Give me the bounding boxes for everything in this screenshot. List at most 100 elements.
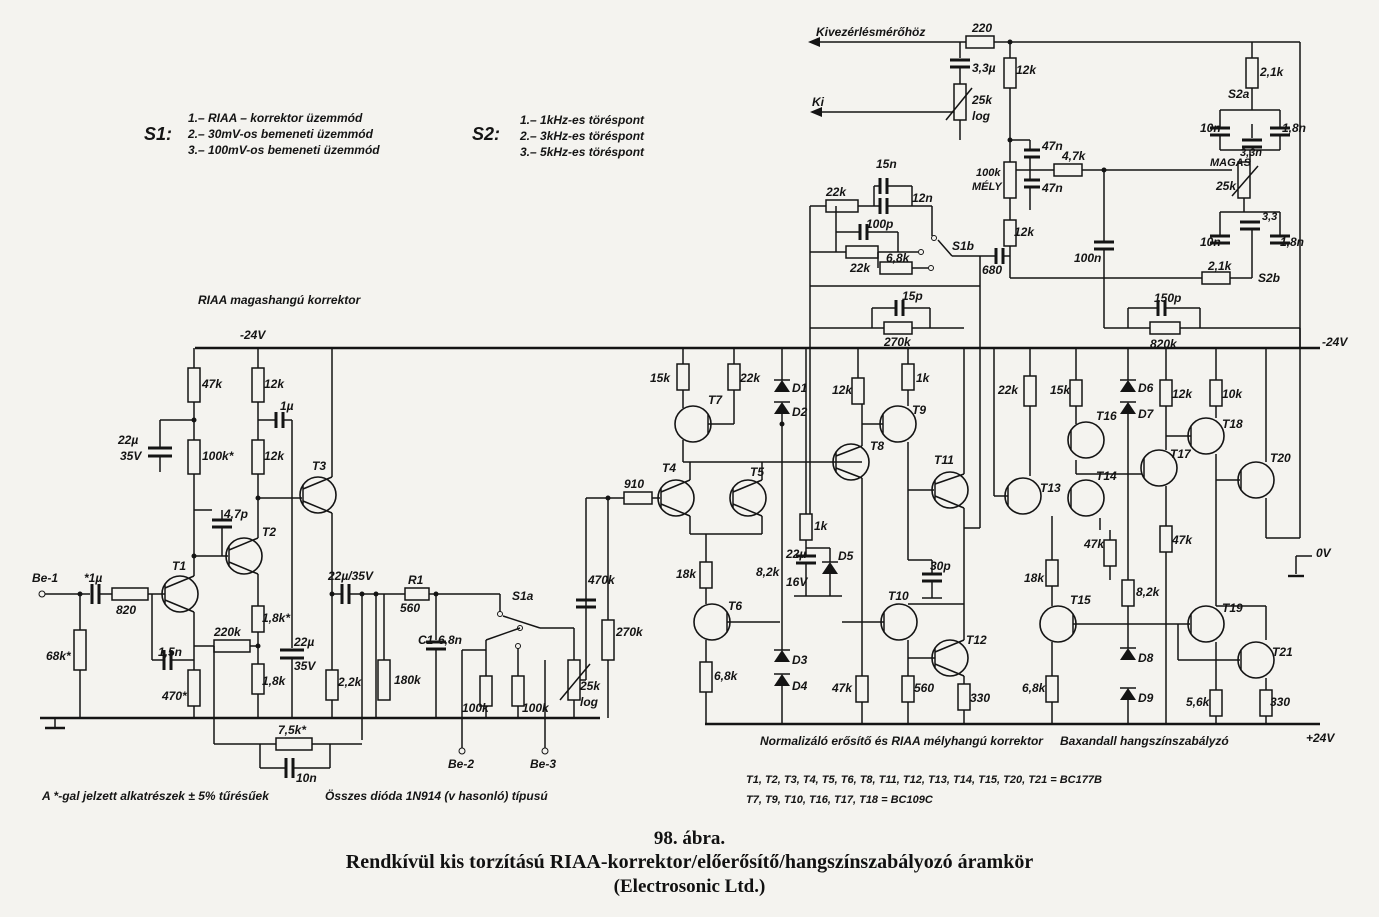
input-3: Be-3: [530, 757, 556, 771]
label-r-12k-b: 12k: [264, 449, 285, 463]
label-t6: T6: [728, 599, 742, 613]
label-r-7k5: 7,5k*: [278, 723, 307, 737]
label-r-820: 820: [116, 603, 136, 617]
label-r-8k2-b: 8,2k: [1136, 585, 1161, 599]
label-t20: T20: [1270, 451, 1291, 465]
label-r-220: 220: [971, 21, 992, 35]
s2-mode-3: 3.– 5kHz-es töréspont: [520, 145, 645, 159]
label-r-2k1-b: 2,1k: [1207, 259, 1233, 273]
label-d2: D2: [792, 405, 808, 419]
label-r-560-a: 560: [400, 601, 420, 615]
transistor-list-a: T1, T2, T3, T4, T5, T6, T8, T11, T12, T1…: [746, 774, 1102, 786]
label-d5: D5: [838, 549, 854, 563]
input-stage: [38, 348, 405, 778]
bass-label: MÉLY: [972, 180, 1003, 193]
rail-pos: +24V: [1306, 731, 1335, 745]
label-r-12k-d: 12k: [1016, 63, 1037, 77]
s1-mode-3: 3.– 100mV-os bemeneti üzemmód: [188, 143, 380, 157]
figure-number: 98. ábra.: [653, 828, 726, 849]
label-r-5k6: 5,6k: [1186, 695, 1211, 709]
label-c-in: *1µ: [84, 571, 102, 585]
label-r-6k8-a: 6,8k: [714, 669, 739, 683]
label-t19: T19: [1222, 601, 1243, 615]
diode-labels: D1 D2 D3 D4 D5 D6 D7 D8 D9: [792, 381, 1155, 705]
label-c-100p: 100p: [866, 217, 893, 231]
s2-mode-1: 1.– 1kHz-es töréspont: [520, 113, 645, 127]
label-t5: T5: [750, 465, 764, 479]
meter-output: Kivezérlésmérőhöz: [816, 25, 925, 39]
label-r-560-b: 560: [914, 681, 934, 695]
label-d6: D6: [1138, 381, 1154, 395]
label-c-680: 680: [982, 263, 1002, 277]
label-r-22k-a: 22k: [739, 371, 761, 385]
label-r-330-b: 330: [1270, 695, 1290, 709]
component-labels: *1µ 820 68k* 47k 100k* 22µ 35V 12k 12k 1…: [46, 21, 1306, 785]
label-t18: T18: [1222, 417, 1243, 431]
switch-s2a: S2a: [1228, 87, 1250, 101]
label-r-22k-d: 22k: [997, 383, 1019, 397]
ground-rail: [40, 716, 600, 730]
label-d1: D1: [792, 381, 808, 395]
label-r-12k-a: 12k: [264, 377, 285, 391]
label-r-47k-a: 47k: [201, 377, 223, 391]
label-r-220k: 220k: [213, 625, 242, 639]
switch-s1a: S1a: [512, 589, 534, 603]
label-r-330-a: 330: [970, 691, 990, 705]
s2-title: S2:: [472, 124, 500, 144]
label-c-15n: 15n: [876, 157, 897, 171]
legend-s1: S1: 1.– RIAA – korrektor üzemmód 2.– 30m…: [144, 111, 380, 157]
tone-label: Baxandall hangszínszabályzó: [1060, 734, 1229, 748]
label-c1: C1: [418, 633, 434, 647]
input-2: Be-2: [448, 757, 474, 771]
switch-s2b: S2b: [1258, 271, 1280, 285]
label-r-820k: 820k: [1150, 337, 1178, 351]
label-t13: T13: [1040, 481, 1061, 495]
label-r1: R1: [408, 573, 424, 587]
label-r-100k-c: 100k: [522, 701, 550, 715]
label-r-910: 910: [624, 477, 644, 491]
label-c-1n8-a: 1,8n: [1282, 121, 1306, 135]
transistor-list-b: T7, T9, T10, T16, T17, T18 = BC109C: [746, 794, 934, 806]
label-c-1u: 1µ: [280, 399, 294, 413]
label-r-10k: 10k: [1222, 387, 1243, 401]
label-r-6k8-c: 6,8k: [1022, 681, 1047, 695]
figure-title: Rendkívül kis torzítású RIAA-korrektor/e…: [345, 851, 1034, 873]
label-r-270k-b: 270k: [883, 335, 912, 349]
label-r-12k-e: 12k: [1014, 225, 1035, 239]
label-r-1k8-b: 1,8k: [262, 674, 287, 688]
label-c-30p: 30p: [930, 559, 951, 573]
label-c-22u-b: 22µ: [293, 635, 314, 649]
treble-label: MAGAS: [1210, 157, 1252, 169]
label-c-22u-d-v: 16V: [786, 575, 808, 589]
label-r-15k-b: 15k: [1050, 383, 1071, 397]
s1-mode-2: 2.– 30mV-os bemeneti üzemmód: [187, 127, 374, 141]
label-c-22u-b-v: 35V: [294, 659, 316, 673]
label-r-22k-b: 22k: [825, 185, 847, 199]
zero-volt: 0V: [1316, 546, 1332, 560]
label-t9: T9: [912, 403, 926, 417]
label-r-47k-d: 47k: [1171, 533, 1193, 547]
transistor-labels: T1 T2 T3 T4 T5 T6 T7 T8 T9 T10 T11 T12 T…: [172, 393, 1293, 659]
label-c-100n: 100n: [1074, 251, 1101, 265]
label-t4: T4: [662, 461, 676, 475]
label-t14: T14: [1096, 469, 1117, 483]
label-c-1n8-b: 1,8n: [1280, 235, 1304, 249]
label-p-100k: 100k: [976, 167, 1001, 179]
label-c-22u-c: 22µ/35V: [327, 569, 374, 583]
label-c-47n-a: 47n: [1041, 139, 1063, 153]
label-t10: T10: [888, 589, 909, 603]
baxandall-tone-control: [993, 42, 1312, 724]
label-c-1n5: 1,5n: [158, 645, 182, 659]
label-r-270k-a: 270k: [615, 625, 644, 639]
label-c-470k: 470k: [587, 573, 616, 587]
label-c-22u-a: 22µ: [117, 433, 138, 447]
label-t15: T15: [1070, 593, 1091, 607]
label-c-15p: 15p: [902, 289, 923, 303]
label-t2: T2: [262, 525, 276, 539]
tolerance-note: A *-gal jelzett alkatrészek ± 5% tűrésűe…: [41, 789, 270, 803]
label-r-12k-f: 12k: [1172, 387, 1193, 401]
label-d4: D4: [792, 679, 808, 693]
s1-title: S1:: [144, 124, 172, 144]
label-r-100k-a: 100k*: [202, 449, 235, 463]
label-r-18k-a: 18k: [676, 567, 697, 581]
